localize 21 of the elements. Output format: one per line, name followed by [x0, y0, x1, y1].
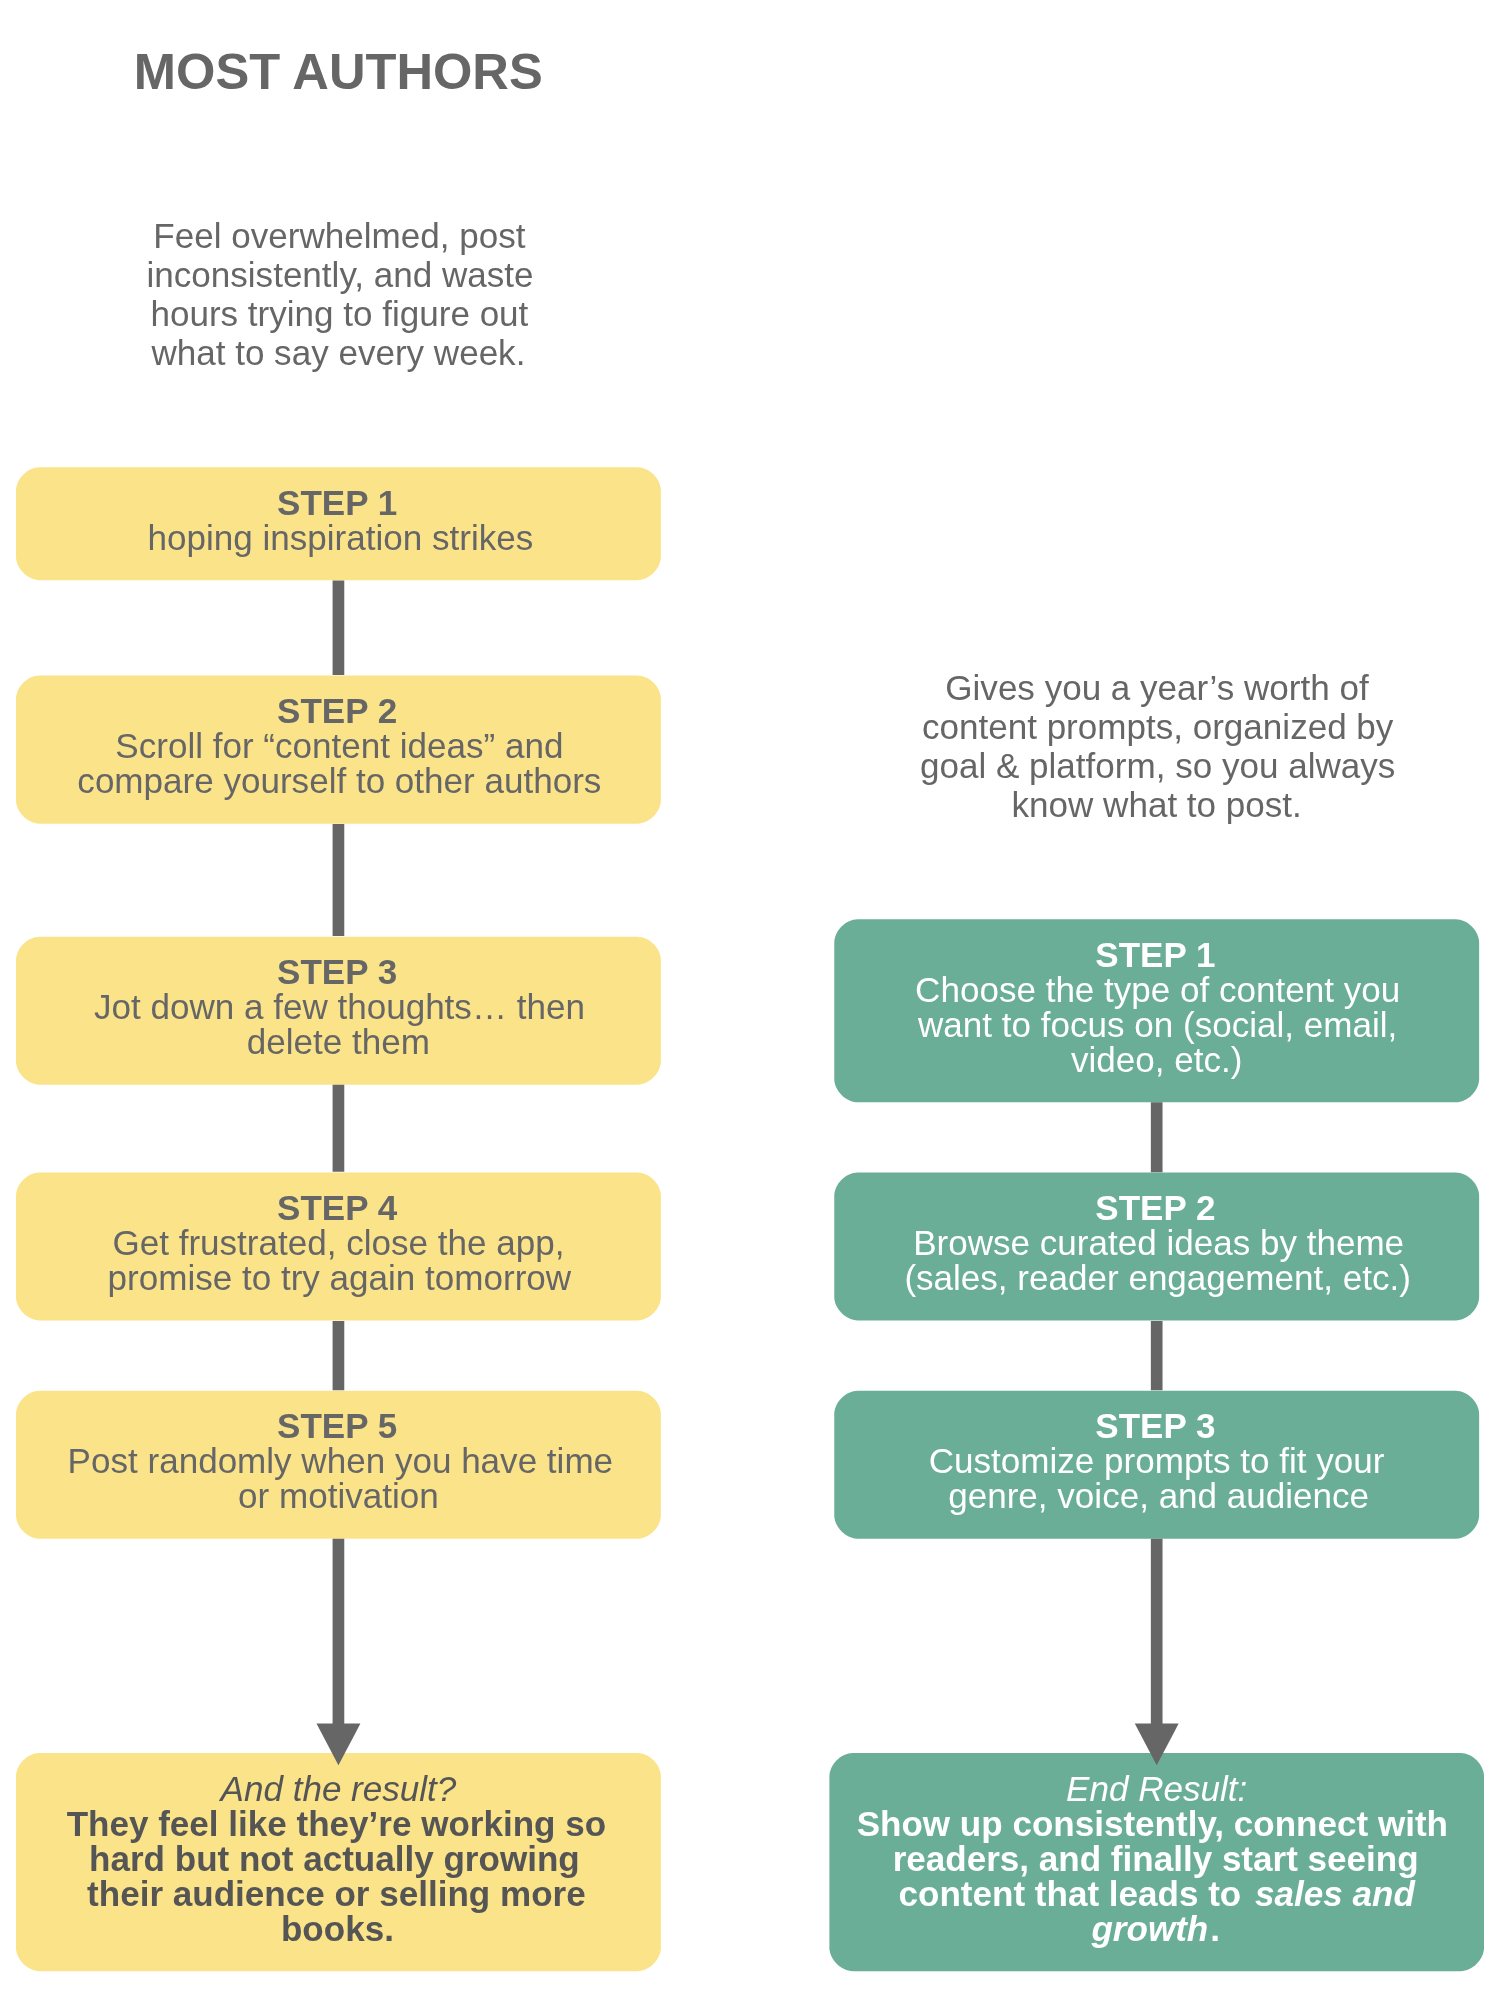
connector [332, 1320, 345, 1391]
node-box: And the result? They feel like they’re working so hard but not actually growing their audience or selling more books. [16, 1753, 661, 1972]
node-box: End Result: Show up consistently, connect with readers, and finally start seeing content that leads to sales and growth. [829, 1753, 1484, 1972]
label: Gives you a year’s worth of content prompts, organized by goal & platform, so you always know what to post. [919, 667, 1396, 824]
node-box: STEP 1 hoping inspiration strikes [16, 467, 661, 581]
node-box: STEP 2 Scroll for “content ideas” and compare yourself to other authors [16, 675, 661, 824]
connector [1150, 1320, 1163, 1391]
connector [332, 823, 345, 937]
label: MOST AUTHORS [133, 42, 543, 100]
node-box: STEP 2 Browse curated ideas by theme (sales, reader engagement, etc.) [834, 1172, 1480, 1321]
connector [332, 1084, 345, 1172]
label: Feel overwhelmed, post inconsistently, and waste hours trying to figure out what to say every week. [146, 215, 534, 372]
node-box: STEP 5 Post randomly when you have time or motivation [16, 1390, 661, 1539]
arrow [1134, 1538, 1179, 1766]
node-box: STEP 3 Jot down a few thoughts… then delete them [16, 936, 661, 1085]
arrow [316, 1538, 361, 1766]
node-box: STEP 3 Customize prompts to fit your genre, voice, and audience [834, 1390, 1480, 1539]
connector [1150, 1102, 1163, 1173]
node-box: STEP 4 Get frustrated, close the app, promise to try again tomorrow [16, 1172, 661, 1321]
connector [332, 580, 345, 675]
node-box: STEP 1 Choose the type of content you want to focus on (social, email, video, etc.) [834, 919, 1480, 1103]
